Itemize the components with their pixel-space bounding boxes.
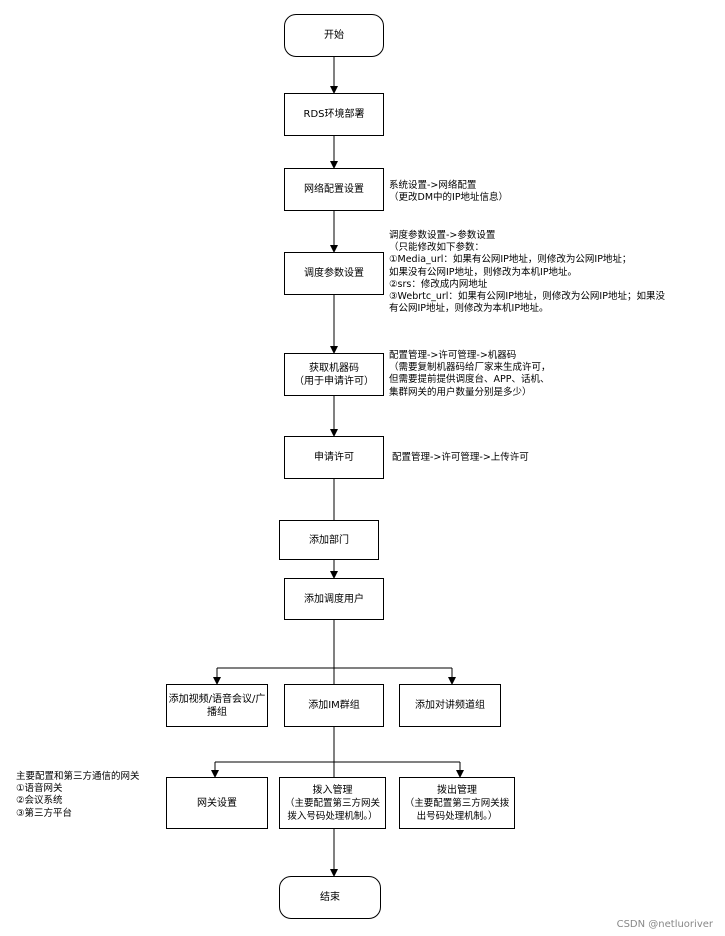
gateway-settings-label: 网关设置 <box>197 797 237 809</box>
apply-license-node: 申请许可 <box>284 436 384 479</box>
dispatch-params-node: 调度参数设置 <box>284 252 384 295</box>
dispatch-note-line: ②srs：修改成内网地址 <box>389 278 488 290</box>
dispatch-note-line: ③Webrtc_url：如果有公网IP地址，则修改为公网IP地址；如果没 <box>389 291 665 303</box>
machine-code-note-line: 但需要提前提供调度台、APP、话机、 <box>389 374 550 386</box>
machine-code-note-line: 集群网关的用户数量分别是多少） <box>389 386 532 398</box>
dispatch-note-line: 有公网IP地址，则修改为本机IP地址。 <box>389 303 549 315</box>
apply-license-label: 申请许可 <box>314 452 354 463</box>
machine-code-note-line: 配置管理->许可管理->机器码 <box>389 350 517 361</box>
add-dispatch-user-node: 添加调度用户 <box>284 578 384 620</box>
dispatch-params-label: 调度参数设置 <box>304 268 364 279</box>
add-im-group-label: 添加IM群组 <box>308 700 360 711</box>
add-video-group-node: 添加视频/语音会议/广 播组 <box>166 684 268 727</box>
machine-code-sublabel: （用于申请许可） <box>294 375 374 387</box>
dispatch-note-line: ①Media_url：如果有公网IP地址，则修改为公网IP地址； <box>389 254 632 266</box>
watermark: CSDN @netluoriver <box>616 919 713 930</box>
rds-deploy-node: RDS环境部署 <box>284 93 384 136</box>
network-note-line: 系统设置->网络配置 <box>389 180 477 191</box>
network-config-label: 网络配置设置 <box>304 184 364 195</box>
gateway-note: 主要配置和第三方通信的网关 ①语音网关 ②会议系统 ③第三方平台 <box>16 771 140 820</box>
end-label: 结束 <box>320 892 340 903</box>
license-note: 配置管理->许可管理->上传许可 <box>392 452 529 464</box>
dial-out-desc-2: 出号码处理机制。） <box>416 810 498 822</box>
network-config-node: 网络配置设置 <box>284 168 384 211</box>
rds-deploy-label: RDS环境部署 <box>303 109 365 120</box>
dispatch-note: 调度参数设置->参数设置 （只能修改如下参数： ①Media_url：如果有公网… <box>389 230 665 315</box>
dial-out-node: 拨出管理 （主要配置第三方网关拨 出号码处理机制。） <box>399 777 515 829</box>
dispatch-note-line: 如果没有公网IP地址，则修改为本机IP地址。 <box>389 266 578 278</box>
network-note: 系统设置->网络配置 （更改DM中的IP地址信息） <box>389 180 508 204</box>
machine-code-node: 获取机器码 （用于申请许可） <box>284 353 384 396</box>
start-label: 开始 <box>324 30 344 41</box>
gateway-note-line: 主要配置和第三方通信的网关 <box>16 771 140 782</box>
gateway-note-line: ③第三方平台 <box>16 807 73 819</box>
gateway-note-line: ①语音网关 <box>16 783 63 795</box>
add-video-group-label: 添加视频/语音会议/广 <box>168 693 266 705</box>
gateway-settings-node: 网关设置 <box>166 777 268 829</box>
add-im-group-node: 添加IM群组 <box>284 684 384 727</box>
machine-code-label: 获取机器码 <box>309 362 359 374</box>
add-dispatch-user-label: 添加调度用户 <box>304 593 364 605</box>
dispatch-note-line: （只能修改如下参数： <box>389 242 485 254</box>
dispatch-note-line: 调度参数设置->参数设置 <box>389 230 496 241</box>
license-note-line: 配置管理->许可管理->上传许可 <box>392 452 529 463</box>
start-node: 开始 <box>284 14 384 57</box>
dial-in-label: 拨入管理 <box>312 784 353 796</box>
add-intercom-group-label: 添加对讲频道组 <box>415 700 485 711</box>
add-intercom-group-node: 添加对讲频道组 <box>399 684 501 727</box>
machine-code-note-line: （需要复制机器码给厂家来生成许可， <box>389 362 551 374</box>
network-note-line: （更改DM中的IP地址信息） <box>389 192 509 204</box>
dial-out-label: 拨出管理 <box>437 784 477 796</box>
dial-in-desc-1: （主要配置第三方网关 <box>284 797 380 809</box>
dial-in-desc-2: 拨入号码处理机制。） <box>287 810 378 822</box>
add-department-node: 添加部门 <box>279 520 379 560</box>
add-video-group-label-2: 播组 <box>207 706 227 718</box>
gateway-note-line: ②会议系统 <box>16 795 63 807</box>
dial-out-desc-1: （主要配置第三方网关拨 <box>404 797 510 809</box>
add-department-label: 添加部门 <box>309 534 349 546</box>
machine-code-note: 配置管理->许可管理->机器码 （需要复制机器码给厂家来生成许可， 但需要提前提… <box>389 350 551 399</box>
dial-in-node: 拨入管理 （主要配置第三方网关 拨入号码处理机制。） <box>279 777 386 829</box>
end-node: 结束 <box>279 876 381 919</box>
